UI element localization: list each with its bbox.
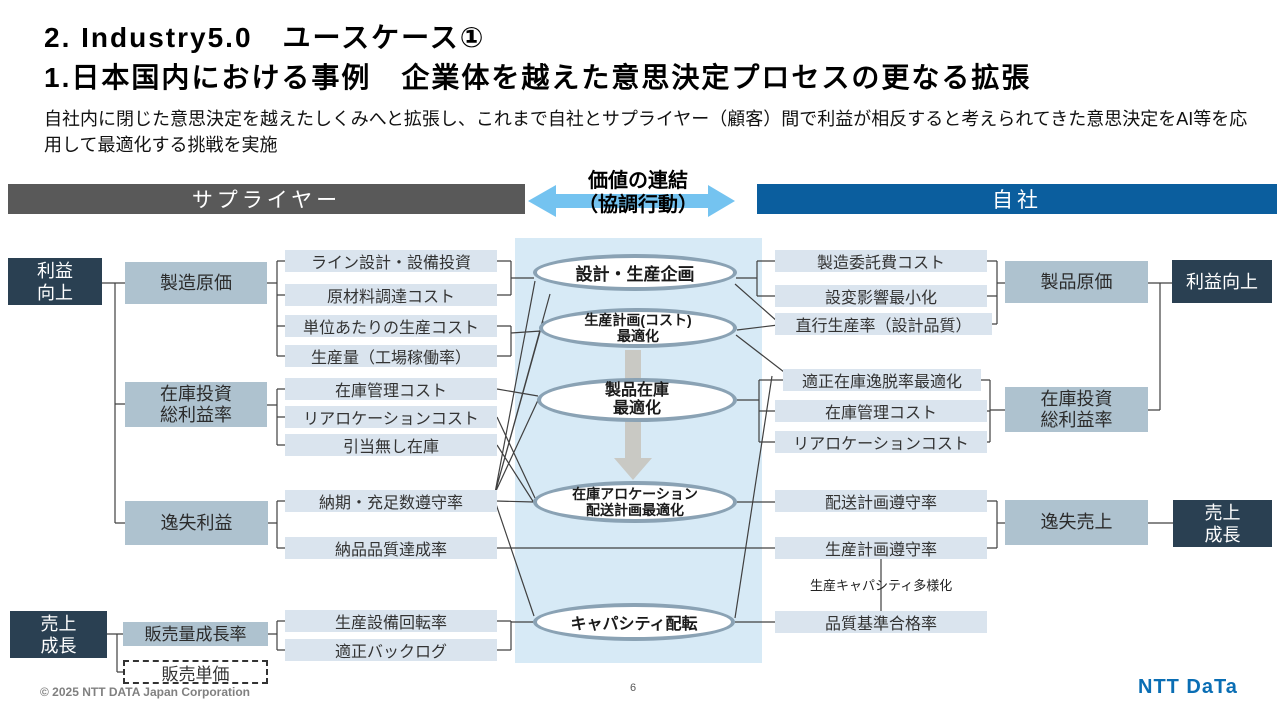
goal-sales-left: 売上 成長	[10, 611, 107, 658]
process-allocation-delivery-optimization: 在庫アロケーション 配送計画最適化	[533, 481, 737, 523]
metric-unit-price: 販売単価	[123, 660, 268, 684]
supplier-band: サプライヤー	[8, 184, 525, 214]
goal-sales-right-line1: 売上	[1204, 502, 1241, 523]
goal-profit-right: 利益向上	[1172, 260, 1272, 303]
process-allocation-line1: 在庫アロケーション	[572, 486, 698, 502]
kpi-line-design-investment: ライン設計・設備投資	[285, 250, 497, 272]
kpi-equipment-turnover: 生産設備回転率	[285, 610, 497, 632]
process-inventory-optimization: 製品在庫 最適化	[537, 378, 737, 422]
process-capacity-shift: キャパシティ配転	[533, 603, 735, 641]
metric-manufacturing-cost: 製造原価	[125, 262, 267, 304]
process-production-plan-line2: 最適化	[617, 328, 659, 344]
kpi-first-pass-yield: 直行生産率（設計品質）	[775, 313, 992, 335]
process-production-plan-optimization: 生産計画(コスト) 最適化	[539, 308, 737, 348]
metric-inventory-left-line2: 総利益率	[160, 404, 232, 425]
process-production-plan-line1: 生産計画(コスト)	[584, 312, 692, 328]
kpi-delivery-compliance: 納期・充足数遵守率	[285, 490, 497, 512]
kpi-raw-material-cost: 原材料調達コスト	[285, 284, 497, 306]
kpi-production-volume: 生産量（工場稼働率）	[285, 345, 497, 367]
metric-inventory-right: 在庫投資 総利益率	[1005, 387, 1148, 432]
metric-inventory-right-line1: 在庫投資	[1040, 388, 1113, 409]
goal-sales-right-line2: 成長	[1204, 524, 1241, 545]
goal-profit-left-line1: 利益	[37, 260, 73, 281]
slide-title: 2. Industry5.0 ユースケース①	[44, 22, 486, 53]
kpi-reallocation-cost-left: リアロケーションコスト	[285, 406, 497, 428]
kpi-reallocation-cost-right: リアロケーションコスト	[775, 431, 987, 453]
kpi-inventory-deviation-optimization: 適正在庫逸脱率最適化	[783, 369, 981, 391]
process-inventory-line2: 最適化	[612, 400, 661, 417]
process-inventory-line1: 製品在庫	[604, 382, 669, 399]
goal-sales-right: 売上 成長	[1173, 500, 1272, 547]
value-link-line1: 価値の連結	[588, 170, 688, 192]
value-link-line2: （協調行動）	[578, 194, 698, 216]
kpi-quality-pass-rate: 品質基準合格率	[775, 611, 987, 633]
process-allocation-line2: 配送計画最適化	[586, 502, 684, 518]
kpi-unallocated-inventory: 引当無し在庫	[285, 434, 497, 456]
kpi-design-change-impact: 設変影響最小化	[775, 285, 987, 307]
metric-product-cost: 製品原価	[1005, 261, 1148, 303]
kpi-delivery-plan-compliance: 配送計画遵守率	[775, 490, 987, 512]
process-design-planning: 設計・生産企画	[533, 254, 737, 291]
company-band: 自社	[757, 184, 1277, 214]
goal-profit-left-line2: 向上	[37, 282, 73, 303]
kpi-inventory-mgmt-cost-left: 在庫管理コスト	[285, 378, 497, 400]
value-link-arrow-icon	[528, 185, 735, 217]
value-link-label: 価値の連結 （協調行動）	[553, 169, 723, 217]
metric-sales-growth-rate: 販売量成長率	[123, 622, 268, 646]
kpi-production-plan-compliance: 生産計画遵守率	[775, 537, 987, 559]
metric-inventory-right-line2: 総利益率	[1040, 409, 1113, 430]
metric-inventory-left-line1: 在庫投資	[160, 383, 232, 404]
page-number: 6	[630, 682, 637, 694]
goal-profit-left: 利益 向上	[8, 258, 102, 305]
metric-lost-profit: 逸失利益	[125, 501, 268, 545]
goal-sales-left-line1: 売上	[40, 613, 77, 634]
kpi-inventory-mgmt-cost-right: 在庫管理コスト	[775, 400, 987, 422]
goal-sales-left-line2: 成長	[40, 635, 77, 656]
kpi-unit-production-cost: 単位あたりの生産コスト	[285, 315, 497, 337]
connector-lines	[102, 260, 1173, 673]
kpi-delivery-quality: 納品品質達成率	[285, 537, 497, 559]
metric-inventory-left: 在庫投資 総利益率	[125, 382, 267, 427]
metric-lost-sales: 逸失売上	[1005, 500, 1148, 545]
slide-description: 自社内に閉じた意思決定を越えたしくみへと拡張し、これまで自社とサプライヤー（顧客…	[44, 109, 1248, 155]
ntt-data-logo: NTT DaTa	[1138, 676, 1238, 698]
note-capacity-diversification: 生産キャパシティ多様化	[810, 578, 953, 593]
kpi-outsourcing-cost: 製造委託費コスト	[775, 250, 987, 272]
copyright: © 2025 NTT DATA Japan Corporation	[40, 685, 250, 699]
slide-subtitle: 1.日本国内における事例 企業体を越えた意思決定プロセスの更なる拡張	[44, 62, 1032, 93]
kpi-backlog: 適正バックログ	[285, 639, 497, 661]
